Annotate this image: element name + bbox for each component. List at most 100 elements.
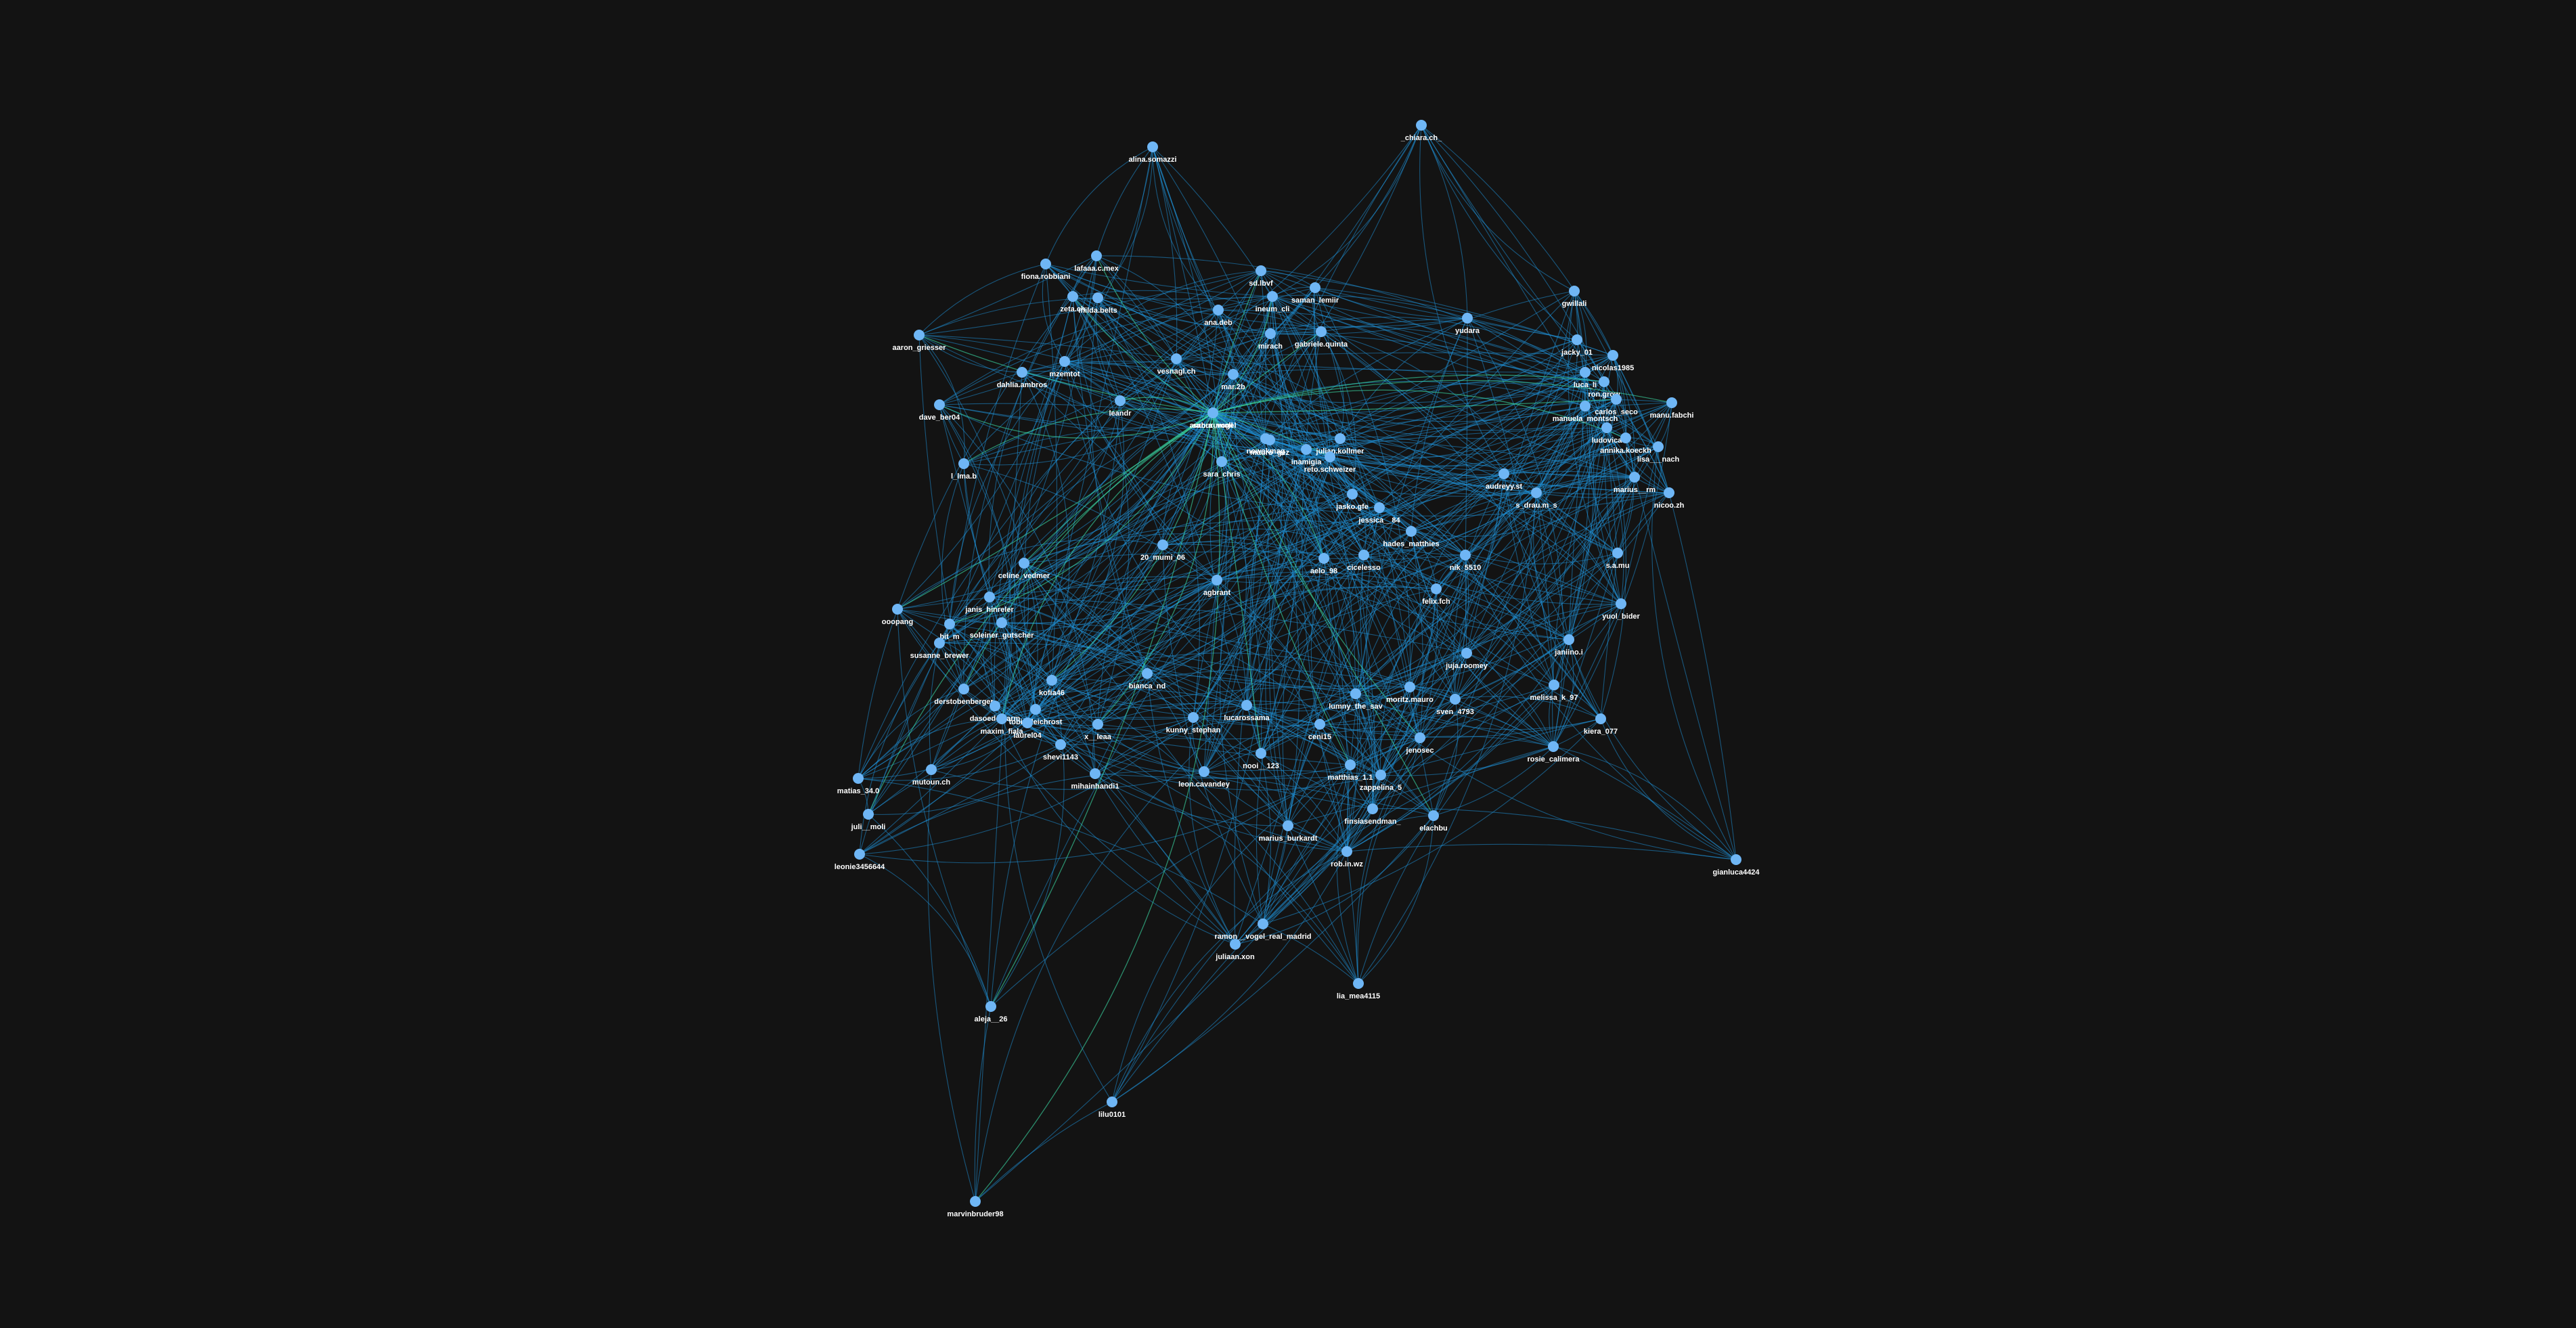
graph-node-sara[interactable]: sara_chris [1203,456,1241,479]
graph-node-derstoben[interactable]: derstobenberger [934,684,994,706]
graph-node-gwillali[interactable]: gwillali [1562,286,1587,308]
graph-node-janiino[interactable]: janiino.i [1554,634,1583,657]
graph-node-saman[interactable]: saman_lemiir [1291,282,1339,305]
node-dot[interactable] [1258,918,1268,929]
graph-node-leonie[interactable]: leonie3456644 [835,849,885,871]
node-dot[interactable] [892,604,903,615]
graph-node-lafaaa[interactable]: lafaaa.c.mex [1074,250,1119,273]
node-dot[interactable] [944,619,955,629]
graph-node-milda[interactable]: milda.belts [1078,292,1117,315]
node-dot[interactable] [1055,739,1066,750]
graph-node-sven[interactable]: sven_4793 [1436,694,1474,716]
graph-node-bianca[interactable]: bianca_nd [1129,668,1165,690]
node-dot[interactable] [1462,313,1473,324]
node-dot[interactable] [1666,397,1677,408]
node-dot[interactable] [1335,433,1346,444]
graph-node-anadeb[interactable]: ana.deb [1204,305,1233,327]
node-dot[interactable] [1230,939,1241,950]
node-dot[interactable] [1142,668,1153,679]
graph-node-carlos[interactable]: carlos_seco [1595,394,1638,416]
graph-node-gianluca[interactable]: gianluca4424 [1712,854,1760,877]
node-dot[interactable] [1664,487,1674,498]
node-dot[interactable] [1450,694,1461,705]
graph-node-shevi[interactable]: shevi1143 [1043,739,1078,761]
node-dot[interactable] [1241,700,1252,711]
node-dot[interactable] [1188,712,1199,723]
node-dot[interactable] [1431,583,1442,594]
graph-node-matthias[interactable]: matthias_1.1 [1328,759,1373,782]
node-dot[interactable] [1310,282,1320,293]
graph-node-susanne[interactable]: susanne_brewer [910,638,970,660]
graph-node-yuol[interactable]: yuol_bider [1602,598,1641,621]
node-dot[interactable] [1059,356,1070,367]
graph-node-audreyy[interactable]: audreyy.st [1486,468,1523,491]
node-dot[interactable] [1460,550,1471,560]
node-dot[interactable] [1428,810,1439,821]
node-dot[interactable] [1406,526,1417,537]
node-dot[interactable] [1358,550,1369,560]
graph-node-mzemtot[interactable]: mzemtot [1049,356,1080,378]
node-dot[interactable] [1283,820,1293,831]
node-dot[interactable] [970,1196,981,1207]
node-dot[interactable] [1580,367,1591,378]
node-dot[interactable] [1316,326,1327,337]
graph-node-mauro[interactable]: mauro_gez [1250,435,1290,457]
node-dot[interactable] [985,1001,996,1012]
node-dot[interactable] [1030,704,1041,715]
node-dot[interactable] [1374,502,1385,513]
node-dot[interactable] [1345,759,1356,770]
node-dot[interactable] [1404,682,1415,692]
node-dot[interactable] [934,399,945,410]
graph-node-llma[interactable]: l_lma.b [951,458,977,481]
node-dot[interactable] [1367,803,1378,814]
node-dot[interactable] [958,684,969,694]
graph-node-dahlia[interactable]: dahlia.ambros [997,367,1048,389]
node-dot[interactable] [1620,433,1631,443]
graph-node-bit_m[interactable]: bit_m [939,619,960,641]
node-dot[interactable] [1040,259,1051,269]
graph-node-luca[interactable]: luca_li [1574,367,1597,389]
graph-node-mirach[interactable]: mirach [1258,328,1283,351]
graph-node-ooopang[interactable]: ooopang [882,604,913,626]
node-dot[interactable] [854,849,865,860]
node-dot[interactable] [1256,748,1266,759]
node-dot[interactable] [934,638,945,648]
node-dot[interactable] [1199,766,1209,777]
node-dot[interactable] [863,809,874,820]
graph-node-jacky[interactable]: jacky_01 [1561,334,1593,357]
graph-node-fiona[interactable]: fiona.robbiani [1021,259,1071,281]
node-dot[interactable] [1067,291,1078,302]
node-dot[interactable] [853,773,864,784]
graph-node-marius[interactable]: marius__rm [1614,472,1656,494]
node-dot[interactable] [1375,770,1386,780]
graph-node-s_drau[interactable]: s_drau.m_s [1515,487,1557,510]
graph-node-lisa[interactable]: lisa___nach [1637,441,1680,464]
node-dot[interactable] [1228,369,1239,380]
graph-node-nicoo[interactable]: nicoo.zh [1654,487,1685,510]
node-dot[interactable] [1318,553,1329,564]
graph-node-leon[interactable]: leon.cavandey [1178,766,1230,789]
graph-node-ceni[interactable]: ceni15 [1308,719,1331,741]
graph-node-mumi[interactable]: 20_mumi_06 [1140,539,1185,562]
node-dot[interactable] [914,330,925,340]
node-dot[interactable] [1264,435,1275,445]
graph-node-samu[interactable]: s.a.mu [1606,548,1630,570]
node-dot[interactable] [1115,395,1126,406]
node-dot[interactable] [1022,717,1033,728]
graph-node-mihi[interactable]: mihainhandi1 [1071,768,1119,791]
node-dot[interactable] [1498,468,1509,479]
graph-node-lilu[interactable]: lilu0101 [1098,1097,1126,1119]
graph-node-vesnagl[interactable]: vesnagl.ch [1157,353,1196,376]
node-dot[interactable] [1046,675,1057,686]
node-dot[interactable] [1213,305,1224,315]
graph-node-aelo[interactable]: aelo_98 [1310,553,1337,575]
node-dot[interactable] [1580,401,1591,412]
graph-node-kofia[interactable]: kofia46 [1039,675,1065,697]
graph-node-rosie[interactable]: rosie_calimera [1527,741,1580,763]
graph-node-felix[interactable]: felix.fch [1422,583,1450,606]
node-dot[interactable] [1171,353,1182,364]
graph-node-manu[interactable]: manu.fabchi [1650,397,1694,420]
node-dot[interactable] [1563,634,1574,645]
graph-node-finsia[interactable]: finsiasendman_ [1344,803,1401,826]
graph-node-melissa[interactable]: melissa_k_97 [1530,680,1578,702]
